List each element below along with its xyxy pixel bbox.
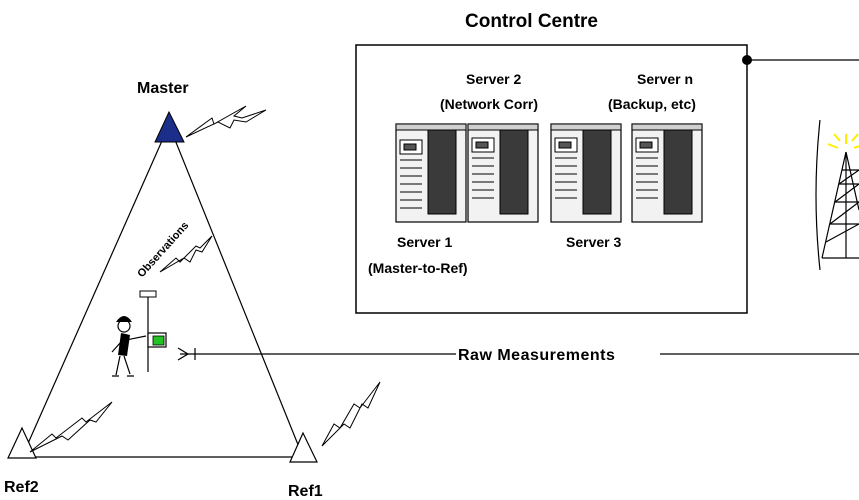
observations-radio-bolt-icon [159, 235, 213, 273]
ref1-radio-bolt-icon [321, 381, 381, 447]
raw-measurements-link: Raw Measurements [177, 347, 859, 364]
master-triangle-icon [154, 110, 185, 143]
server-3-name: Server 3 [566, 234, 621, 250]
ref1-label: Ref1 [288, 483, 323, 500]
server-n-name: Server n [637, 71, 693, 87]
observations-label: Observations [135, 220, 191, 280]
server-1 [395, 123, 467, 223]
antenna-tower [815, 119, 859, 271]
server-3 [550, 123, 622, 223]
master-station: Master [137, 80, 189, 143]
ref2-station: Ref2 [4, 426, 39, 496]
ref2-label: Ref2 [4, 479, 39, 496]
rover-surveyor-icon [111, 290, 167, 377]
server-2-role: (Network Corr) [440, 96, 538, 112]
baseline-master-ref1 [168, 124, 304, 458]
antenna-signal-arc [815, 119, 821, 271]
master-radio-bolt-icon [185, 105, 267, 138]
raw-measurements-label: Raw Measurements [458, 347, 615, 364]
server-1-role: (Master-to-Ref) [368, 260, 468, 276]
ref1-triangle-icon [289, 431, 318, 463]
ref2-triangle-icon [7, 426, 37, 459]
antenna-signal-icon [827, 133, 859, 149]
baseline-master-ref2 [21, 124, 170, 458]
reference-network [21, 124, 304, 458]
ref2-radio-bolt-icon [29, 401, 113, 453]
server-2-name: Server 2 [466, 71, 521, 87]
master-label: Master [137, 80, 189, 97]
ref1-station: Ref1 [288, 431, 323, 500]
server-n [631, 123, 703, 223]
server-1-name: Server 1 [397, 234, 452, 250]
server-n-role: (Backup, etc) [608, 96, 696, 112]
control-centre-title: Control Centre [465, 11, 598, 32]
server-2 [467, 123, 539, 223]
